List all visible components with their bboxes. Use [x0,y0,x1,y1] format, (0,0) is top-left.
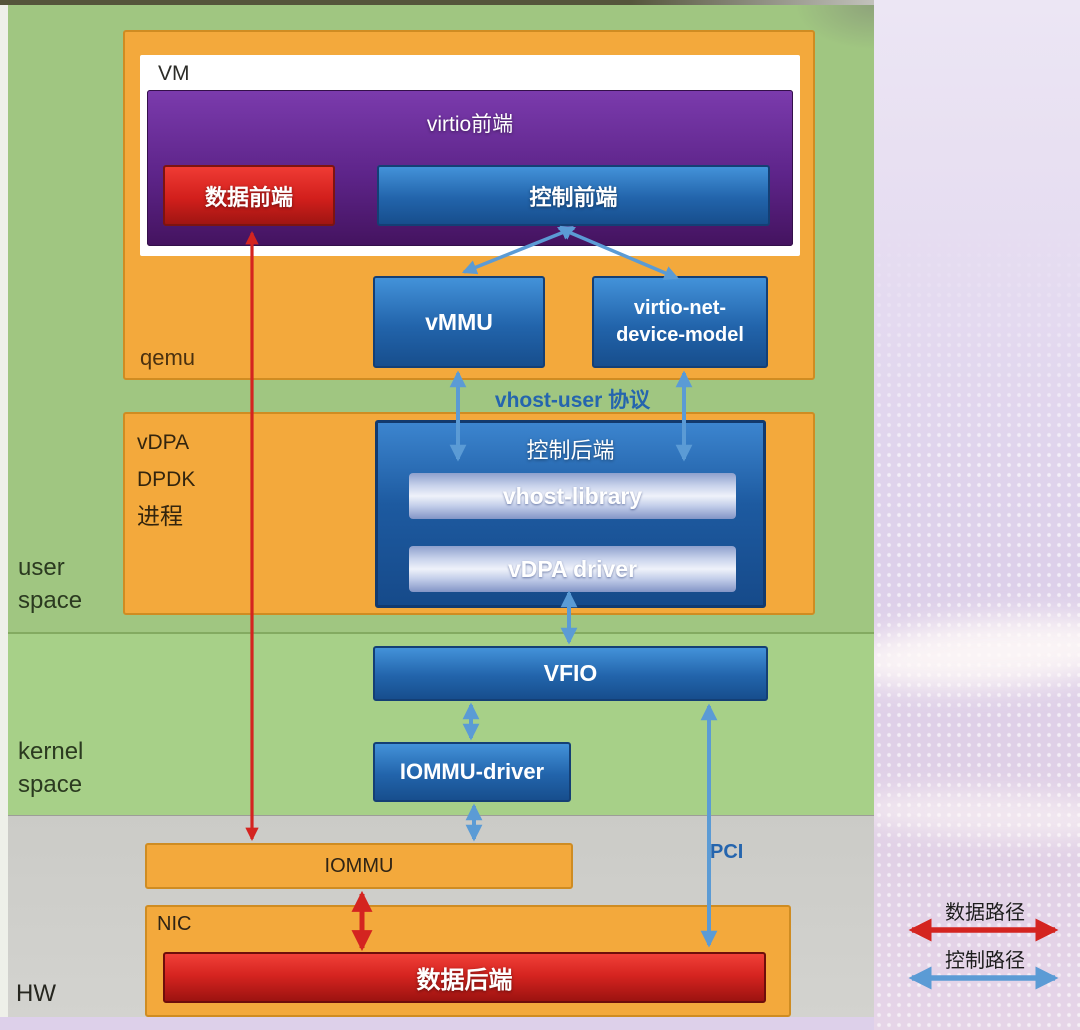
virtio-net-line1: virtio-net- [633,297,727,319]
vhost-user-protocol-label: vhost-user 协议 [494,389,651,412]
legend-data-path-label: 数据路径 [945,902,1025,924]
vdpa-driver-box: vDPA driver [409,546,736,592]
virtio-net-device-model-label: virtio-net- device-model [616,295,744,349]
control-frontend-label: 控制前端 [529,184,618,210]
vdpa-label-line3: 进程 [137,503,183,529]
vdpa-label-line1: vDPA [137,431,190,454]
hw-label: HW [16,980,56,1007]
vm-label: VM [158,62,190,85]
data-backend-box: 数据后端 [163,952,766,1003]
right-background [841,0,1080,1030]
vfio-box: VFIO [373,646,768,701]
vdpa-label-line2: DPDK [137,468,196,491]
nic-label: NIC [157,913,192,935]
legend-control-path-label: 控制路径 [945,950,1025,972]
iommu-label: IOMMU [324,854,394,877]
virtio-net-device-model-box: virtio-net- device-model [592,276,768,368]
iommu-box [145,843,573,889]
control-frontend-box: 控制前端 [377,165,770,226]
control-backend-title: 控制后端 [526,438,615,463]
virtio-frontend-title: virtio前端 [426,113,514,136]
left-edge-strip [0,5,8,1030]
bottom-edge-strip [0,1017,874,1030]
vhost-library-box: vhost-library [409,473,736,519]
vdpa-dpdk-process-label: vDPA DPDK 进程 [137,424,195,535]
control-backend-box: 控制后端 vhost-library vDPA driver [375,420,766,608]
qemu-label: qemu [140,345,196,370]
pci-label: PCI [710,841,744,863]
kernel-space-label: kernel space [18,735,83,801]
kernel-space-line2: space [18,771,83,798]
user-space-label: user space [18,551,82,617]
kernel-space-line1: kernel [18,738,84,765]
top-edge-line [0,0,874,5]
user-space-line1: user [18,554,65,581]
vfio-label: VFIO [543,660,598,686]
vmmu-label: vMMU [425,308,493,335]
vmmu-box: vMMU [373,276,545,368]
iommu-driver-box: IOMMU-driver [373,742,571,802]
halftone-dot-pattern [874,0,1080,1030]
data-frontend-label: 数据前端 [204,184,293,210]
data-frontend-box: 数据前端 [163,165,335,226]
data-backend-label: 数据后端 [416,967,513,994]
iommu-driver-label: IOMMU-driver [399,759,545,784]
user-space-line2: space [18,587,83,614]
virtio-net-line2: device-model [616,324,744,346]
vhost-library-label: vhost-library [502,482,643,509]
vdpa-driver-label: vDPA driver [507,555,638,582]
